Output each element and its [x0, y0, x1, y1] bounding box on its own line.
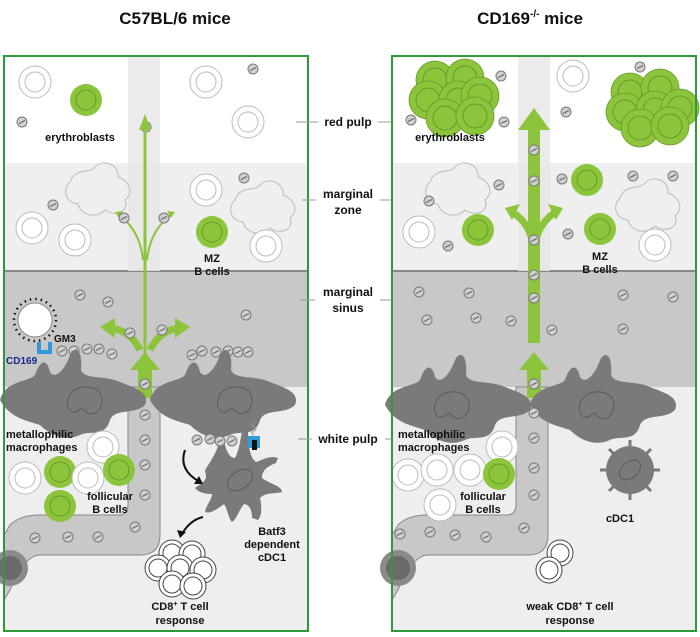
- label-response: response: [156, 615, 205, 627]
- label-cdc1: cDC1: [258, 552, 286, 564]
- erythroblast-cell: [69, 83, 103, 117]
- cd169-tcell-contact: [248, 422, 260, 450]
- label-follicular-b-cells: B cells: [92, 504, 127, 516]
- panel-border: [391, 55, 697, 632]
- label-follicular: follicular: [87, 491, 134, 503]
- label-mz-b-cells: B cells: [582, 264, 617, 276]
- label-sinus: sinus: [332, 301, 364, 315]
- follicular-b-cell: [102, 453, 136, 487]
- label-marginal-sinus: marginal: [323, 285, 373, 299]
- label-red-pulp: red pulp: [324, 115, 371, 129]
- label-metallophilic: metallophilic: [6, 429, 73, 441]
- zone-labels: red pulp marginal zone marginal sinus wh…: [296, 115, 398, 446]
- label-response: response: [546, 615, 595, 627]
- label-macrophages: macrophages: [6, 442, 78, 454]
- follicular-b-cell: [43, 489, 77, 523]
- label-follicular: follicular: [460, 491, 507, 503]
- label-dependent: dependent: [244, 539, 300, 551]
- label-cd169: CD169: [6, 356, 38, 367]
- red-blood-cell: [18, 65, 52, 99]
- mz-b-cell: [570, 163, 604, 197]
- cd169-receptor: [37, 342, 52, 354]
- panel-border: [3, 55, 309, 632]
- label-weak-cd8-response: weak CD8+ T cell: [525, 601, 613, 613]
- title-wildtype: C57BL/6 mice: [119, 9, 231, 28]
- panel-cd169-knockout: erythroblasts MZ B cells metallophilic m…: [380, 55, 700, 632]
- batf3-cdc1-cell: [195, 432, 282, 522]
- label-macrophages: macrophages: [398, 442, 470, 454]
- label-zone: zone: [334, 203, 362, 217]
- label-mz: MZ: [204, 253, 220, 265]
- up-arrow: [130, 352, 160, 398]
- label-marginal-zone: marginal: [323, 187, 373, 201]
- title-cd169-knockout: CD169-/- mice: [477, 9, 583, 28]
- up-arrow: [519, 352, 549, 398]
- label-cd8-response: CD8+ T cell: [151, 601, 208, 613]
- follicular-b-cell: [482, 457, 516, 491]
- label-erythroblasts: erythroblasts: [415, 132, 485, 144]
- label-follicular-b-cells: B cells: [465, 504, 500, 516]
- mz-b-cell: [583, 212, 617, 246]
- follicular-b-cell: [43, 455, 77, 489]
- label-white-pulp: white pulp: [317, 432, 377, 446]
- red-blood-cell: [189, 65, 223, 99]
- red-blood-cell: [231, 105, 265, 139]
- mz-b-cell: [461, 213, 495, 247]
- label-cdc1: cDC1: [606, 513, 634, 525]
- label-gm3: GM3: [54, 334, 76, 345]
- label-batf3: Batf3: [258, 526, 286, 538]
- virus-particle: [12, 297, 58, 343]
- label-mz-b-cells: B cells: [194, 266, 229, 278]
- panel-wildtype: erythroblasts MZ B cells GM3 CD1: [0, 55, 309, 632]
- cdc1-cell: [600, 440, 660, 500]
- label-erythroblasts: erythroblasts: [45, 132, 115, 144]
- mz-b-cell: [195, 215, 229, 249]
- label-mz: MZ: [592, 251, 608, 263]
- label-metallophilic: metallophilic: [398, 429, 465, 441]
